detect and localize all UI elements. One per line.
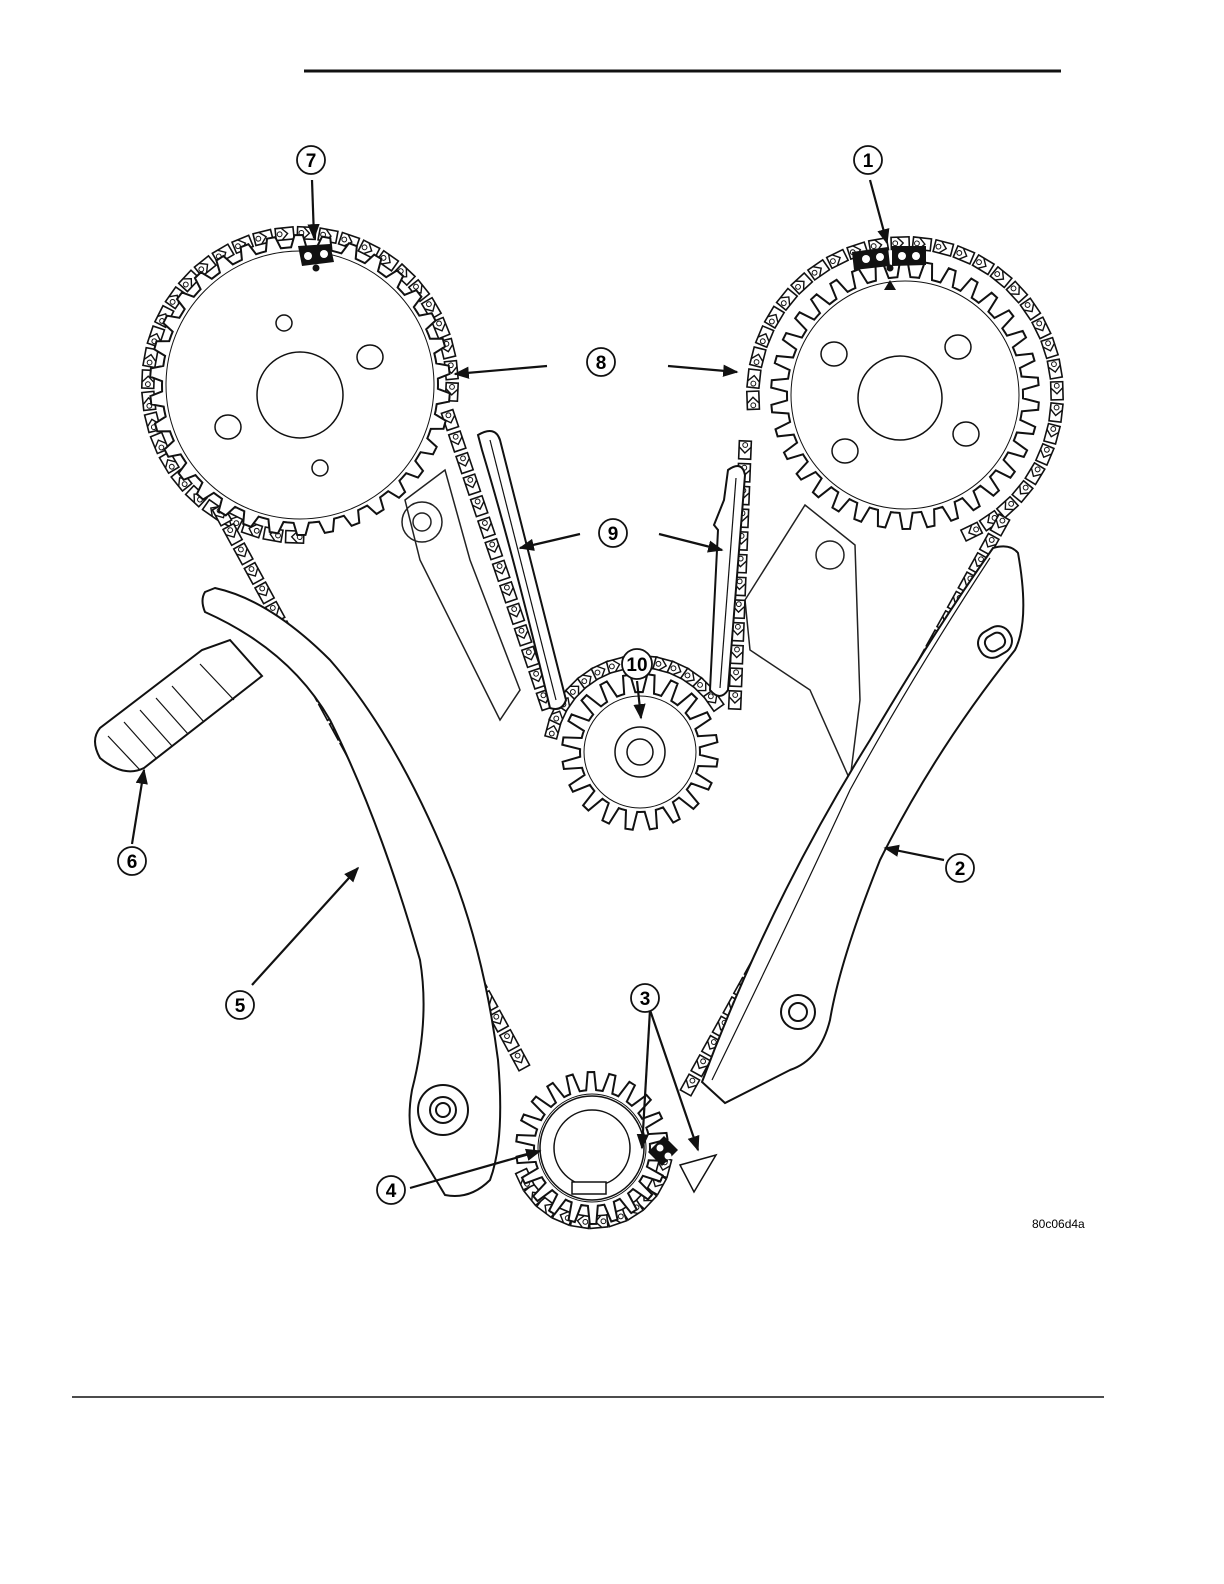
svg-text:5: 5 (235, 996, 246, 1017)
svg-text:7: 7 (306, 151, 317, 172)
callout-6: 6 (118, 847, 146, 875)
callout-1: 1 (854, 146, 882, 174)
crankshaft-sprocket-bore (540, 1096, 644, 1200)
callout-8: 8 (587, 348, 615, 376)
idler-sprocket-hub (615, 727, 665, 777)
svg-text:10: 10 (626, 655, 647, 676)
callout-9: 9 (599, 519, 627, 547)
svg-text:4: 4 (386, 1181, 397, 1202)
callout-10: 10 (622, 649, 652, 679)
svg-text:9: 9 (608, 524, 619, 545)
figure-code: 80c06d4a (1032, 1217, 1085, 1231)
left-chain-guide (478, 431, 566, 709)
callout-4: 4 (377, 1176, 405, 1204)
svg-text:1: 1 (863, 151, 874, 172)
svg-text:3: 3 (640, 989, 651, 1010)
right-mount-bracket (745, 505, 860, 780)
svg-text:6: 6 (127, 852, 138, 873)
callout-5: 5 (226, 991, 254, 1019)
callout-3: 3 (631, 984, 659, 1012)
callout-2: 2 (946, 854, 974, 882)
fixed-chain-guide (702, 546, 1023, 1103)
svg-text:2: 2 (955, 859, 966, 880)
hydraulic-tensioner (95, 640, 262, 771)
callout-7: 7 (297, 146, 325, 174)
svg-text:8: 8 (596, 353, 607, 374)
